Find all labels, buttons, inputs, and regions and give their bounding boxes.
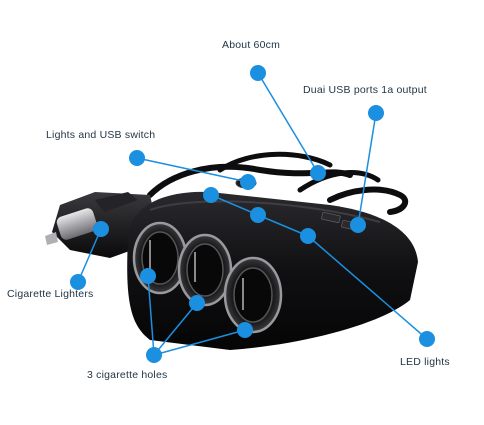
markers <box>70 65 435 363</box>
marker-switch-label <box>129 150 145 166</box>
leader-lines <box>77 72 428 356</box>
marker-holes-label <box>146 347 162 363</box>
marker-hole-3 <box>237 322 253 338</box>
label-lighters: Cigarette Lighters <box>7 288 94 300</box>
label-switch: Lights and USB switch <box>46 129 156 141</box>
marker-cable-point <box>310 165 326 181</box>
marker-usb-ports <box>350 217 366 233</box>
marker-usb-label <box>368 105 384 121</box>
marker-hole-2 <box>189 295 205 311</box>
marker-led-label <box>419 331 435 347</box>
socket-3 <box>223 256 283 334</box>
label-cable-length: About 60cm <box>222 39 281 51</box>
label-led: LED lights <box>400 356 450 368</box>
marker-lighters-label <box>70 274 86 290</box>
socket-2 <box>177 233 233 307</box>
marker-led-3 <box>300 228 316 244</box>
label-holes: 3 cigarette holes <box>87 369 168 381</box>
marker-switch <box>240 174 256 190</box>
marker-cable-length <box>250 65 266 81</box>
cable <box>147 151 409 215</box>
marker-hole-1 <box>140 268 156 284</box>
marker-led-2 <box>250 207 266 223</box>
socket-1 <box>132 221 188 295</box>
marker-led-1 <box>203 187 219 203</box>
label-usb-ports: Duai USB ports 1a output <box>303 84 427 96</box>
marker-plug <box>93 221 109 237</box>
